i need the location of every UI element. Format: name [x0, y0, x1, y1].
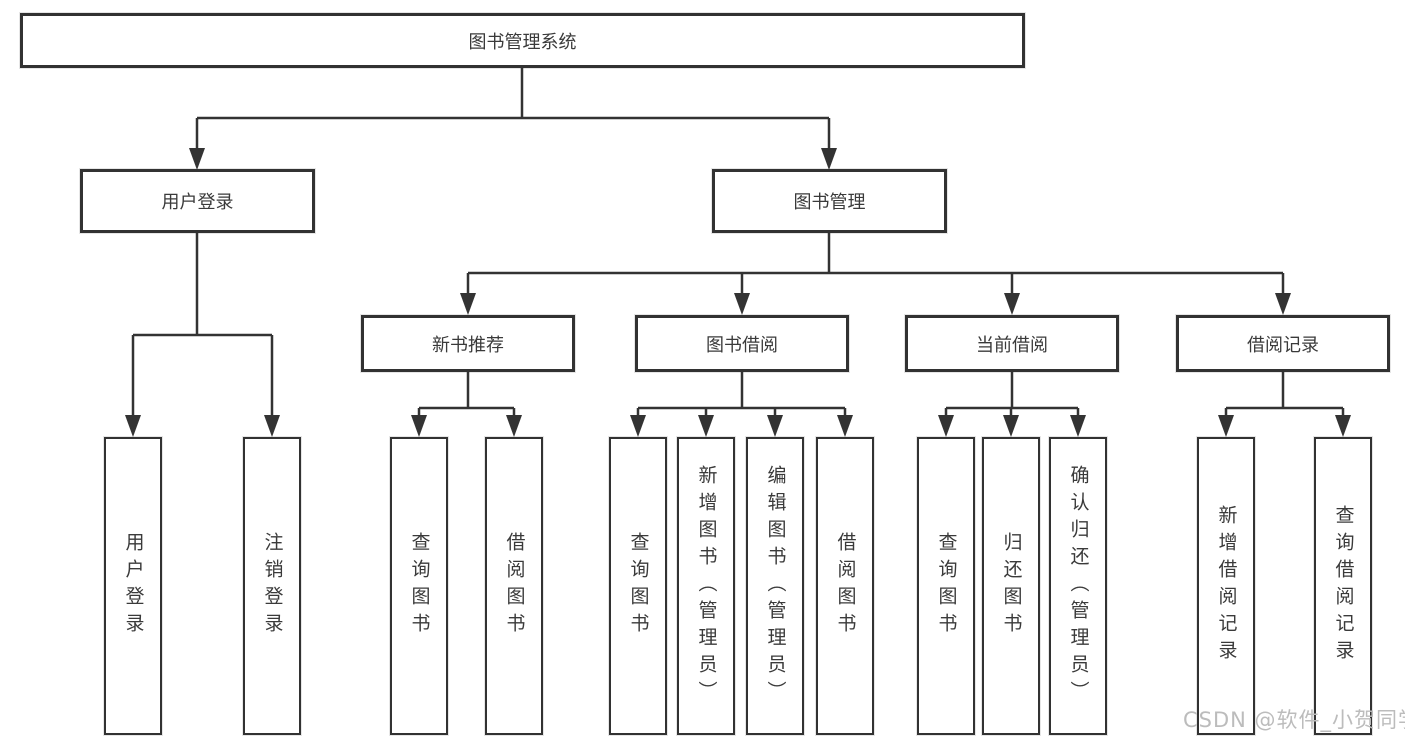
node-label: 新书推荐 [432, 334, 504, 356]
leaf-add-book-admin: 新增图书（管理员） [677, 437, 735, 735]
node-book-borrowing: 图书借阅 [635, 315, 849, 372]
leaf-query-books-borrowing: 查询图书 [609, 437, 667, 735]
node-library-management-system: 图书管理系统 [20, 13, 1025, 68]
node-label: 当前借阅 [976, 334, 1048, 356]
node-label: 查询图书 [627, 532, 650, 640]
leaf-borrow-books-recommend: 借阅图书 [485, 437, 543, 735]
node-label: 借阅图书 [503, 532, 526, 640]
leaf-add-borrow-record: 新增借阅记录 [1197, 437, 1255, 735]
node-label: 查询借阅记录 [1332, 505, 1355, 667]
node-label: 编辑图书（管理员） [764, 464, 787, 708]
node-label: 借阅记录 [1247, 334, 1319, 356]
leaf-logout: 注销登录 [243, 437, 301, 735]
node-label: 注销登录 [261, 532, 284, 640]
node-user-login: 用户登录 [80, 169, 315, 233]
csdn-watermark: CSDN @软件_小贺同学 [1183, 708, 1405, 732]
node-label: 新增借阅记录 [1215, 505, 1238, 667]
node-label: 图书管理系统 [468, 31, 577, 53]
node-label: 查询图书 [408, 532, 431, 640]
node-label: 图书借阅 [706, 334, 778, 356]
leaf-confirm-return-admin: 确认归还（管理员） [1049, 437, 1107, 735]
node-label: 用户登录 [161, 192, 234, 213]
node-label: 用户登录 [122, 532, 145, 640]
node-label: 查询图书 [935, 532, 958, 640]
node-label: 归还图书 [1000, 532, 1023, 640]
node-new-book-recommendation: 新书推荐 [361, 315, 575, 372]
leaf-return-books: 归还图书 [982, 437, 1040, 735]
leaf-borrow-books-borrowing: 借阅图书 [816, 437, 874, 735]
node-label: 图书管理 [793, 192, 866, 213]
node-label: 新增图书（管理员） [695, 464, 718, 708]
node-label: 借阅图书 [834, 532, 857, 640]
leaf-query-books-current: 查询图书 [917, 437, 975, 735]
node-book-management: 图书管理 [712, 169, 947, 233]
leaf-query-borrow-record: 查询借阅记录 [1314, 437, 1372, 735]
leaf-user-login: 用户登录 [104, 437, 162, 735]
node-label: 确认归还（管理员） [1067, 464, 1090, 708]
node-current-borrowing: 当前借阅 [905, 315, 1119, 372]
node-borrowing-records: 借阅记录 [1176, 315, 1390, 372]
leaf-query-books-recommend: 查询图书 [390, 437, 448, 735]
leaf-edit-book-admin: 编辑图书（管理员） [746, 437, 804, 735]
